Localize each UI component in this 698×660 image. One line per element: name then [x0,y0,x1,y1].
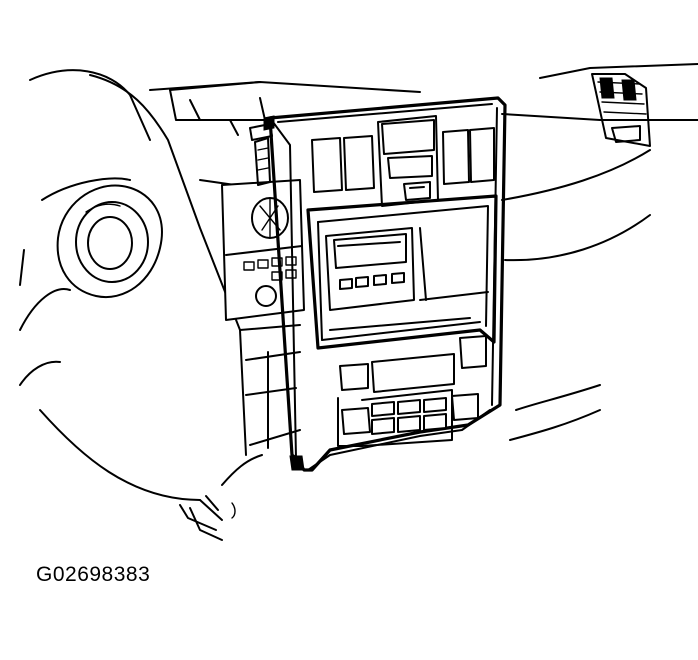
figure-id-label: G02698383 [36,563,151,586]
right-dash-vent [501,63,698,441]
center-bezel [263,96,507,472]
radio-unit [221,123,305,321]
lower-dash-panel [179,495,219,531]
dashboard-shell [19,69,263,541]
left-vent-knob [56,184,163,299]
